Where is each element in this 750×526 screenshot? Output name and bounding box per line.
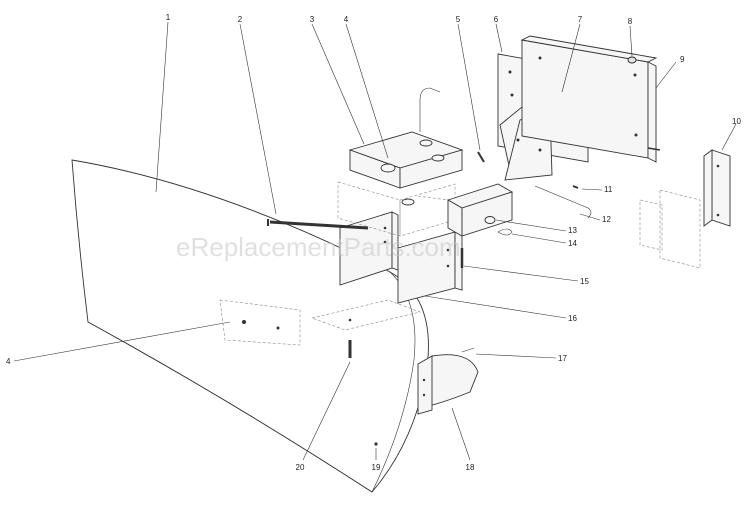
callout-8: 8 <box>628 17 633 26</box>
callout-11: 11 <box>604 185 613 194</box>
lower-bolts <box>348 340 378 446</box>
callout-16: 16 <box>568 314 577 323</box>
callout-10: 10 <box>732 117 741 126</box>
plow-blade <box>71 159 429 493</box>
callout-13: 13 <box>568 226 577 235</box>
long-bolt <box>267 219 369 230</box>
callout-4-top: 4 <box>344 15 349 24</box>
hitch-pin <box>484 185 592 236</box>
callout-5: 5 <box>456 15 461 24</box>
skid-shoe <box>417 347 479 415</box>
callout-14: 14 <box>568 239 577 248</box>
callout-15: 15 <box>580 277 589 286</box>
watermark-text: eReplacementParts.com <box>176 232 461 262</box>
u-bolt-and-washers <box>380 87 445 206</box>
small-pin <box>477 151 485 163</box>
leader-lines <box>13 21 737 461</box>
tube-frame <box>417 183 514 237</box>
callout-7: 7 <box>578 15 583 24</box>
rear-channel-plate <box>520 35 661 163</box>
nut-8 <box>627 56 637 64</box>
upper-bracket <box>337 131 464 237</box>
blade-mount-plates <box>310 211 463 331</box>
callout-20: 20 <box>296 463 305 472</box>
callout-19: 19 <box>372 463 381 472</box>
callout-9: 9 <box>680 55 685 64</box>
callout-3: 3 <box>310 15 315 24</box>
callout-18: 18 <box>466 463 475 472</box>
callout-12: 12 <box>602 215 611 224</box>
angle-bracket <box>639 149 731 269</box>
callout-6: 6 <box>494 15 499 24</box>
callout-2: 2 <box>238 15 243 24</box>
callout-4-bottom: 4 <box>6 357 11 366</box>
callout-labels: 1 2 3 4 5 6 7 8 9 10 11 12 13 14 15 16 4… <box>6 13 741 472</box>
callout-17: 17 <box>558 354 567 363</box>
callout-1: 1 <box>166 13 171 22</box>
